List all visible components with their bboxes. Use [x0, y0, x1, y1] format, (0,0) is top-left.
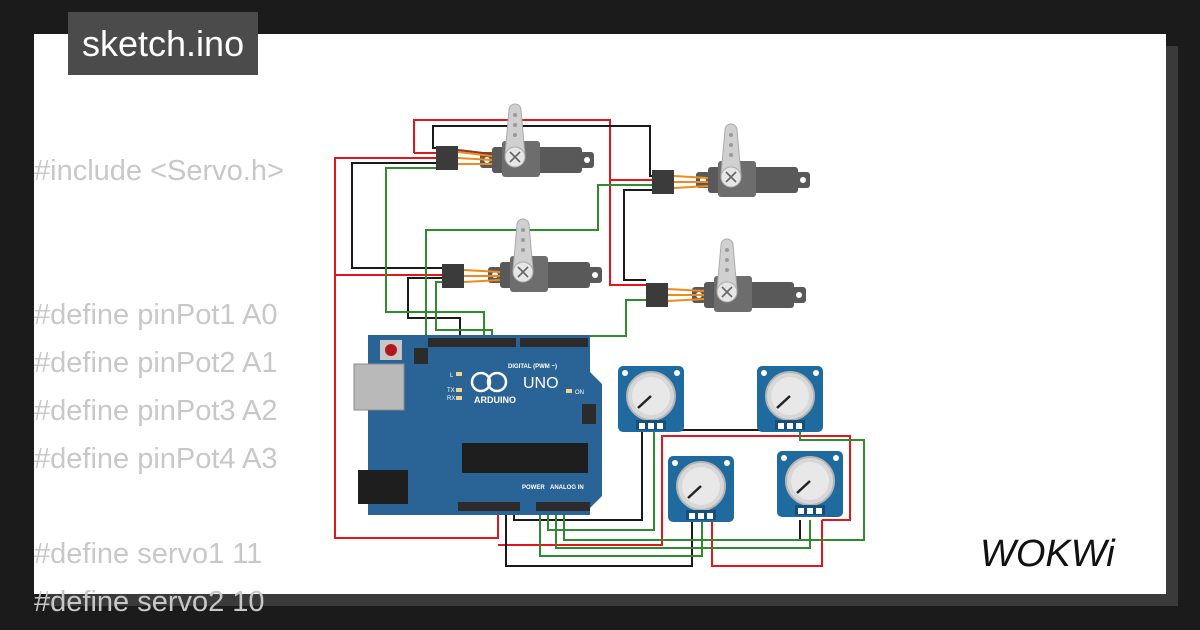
- code-line: #define servo2 10: [34, 586, 265, 618]
- code-line: #define pinPot4 A3: [34, 443, 278, 475]
- svg-text:WOKWi: WOKWi: [980, 533, 1116, 575]
- servo-4[interactable]: [646, 238, 807, 313]
- code-line: #define pinPot3 A2: [34, 395, 278, 427]
- power-led-label: ON: [575, 390, 584, 396]
- code-line: #define pinPot2 A1: [34, 347, 278, 379]
- analog-header-label: ANALOG IN: [550, 485, 584, 491]
- tx-led-label: TX: [447, 388, 455, 394]
- digital-header-label: DIGITAL (PWM ~): [508, 364, 557, 370]
- potentiometer-1[interactable]: [616, 364, 686, 434]
- code-line: #include <Servo.h>: [34, 155, 284, 187]
- board-brand-label: ARDUINO: [474, 395, 516, 405]
- board-model-label: UNO: [523, 375, 559, 392]
- servo-2[interactable]: [652, 123, 811, 198]
- arduino-uno-board[interactable]: UNO ARDUINO DIGITAL (PWM ~) POWER ANALOG…: [353, 335, 602, 515]
- code-line: #define servo1 11: [34, 538, 263, 570]
- potentiometer-4[interactable]: [775, 449, 845, 519]
- code-preview: #include <Servo.h> #define pinPot1 A0 #d…: [34, 120, 284, 618]
- potentiometer-3[interactable]: [666, 454, 736, 524]
- file-tab[interactable]: sketch.ino: [68, 12, 259, 75]
- power-header-label: POWER: [522, 485, 545, 491]
- servo-1[interactable]: [436, 103, 595, 178]
- preview-card: [34, 34, 1166, 594]
- rx-led-label: RX: [447, 396, 455, 402]
- code-line: #define pinPot1 A0: [34, 299, 278, 331]
- l-led-label: L: [450, 373, 454, 379]
- servo-3[interactable]: [442, 218, 603, 293]
- potentiometer-2[interactable]: [755, 364, 825, 434]
- wokwi-logo: WOKWi: [980, 533, 1116, 575]
